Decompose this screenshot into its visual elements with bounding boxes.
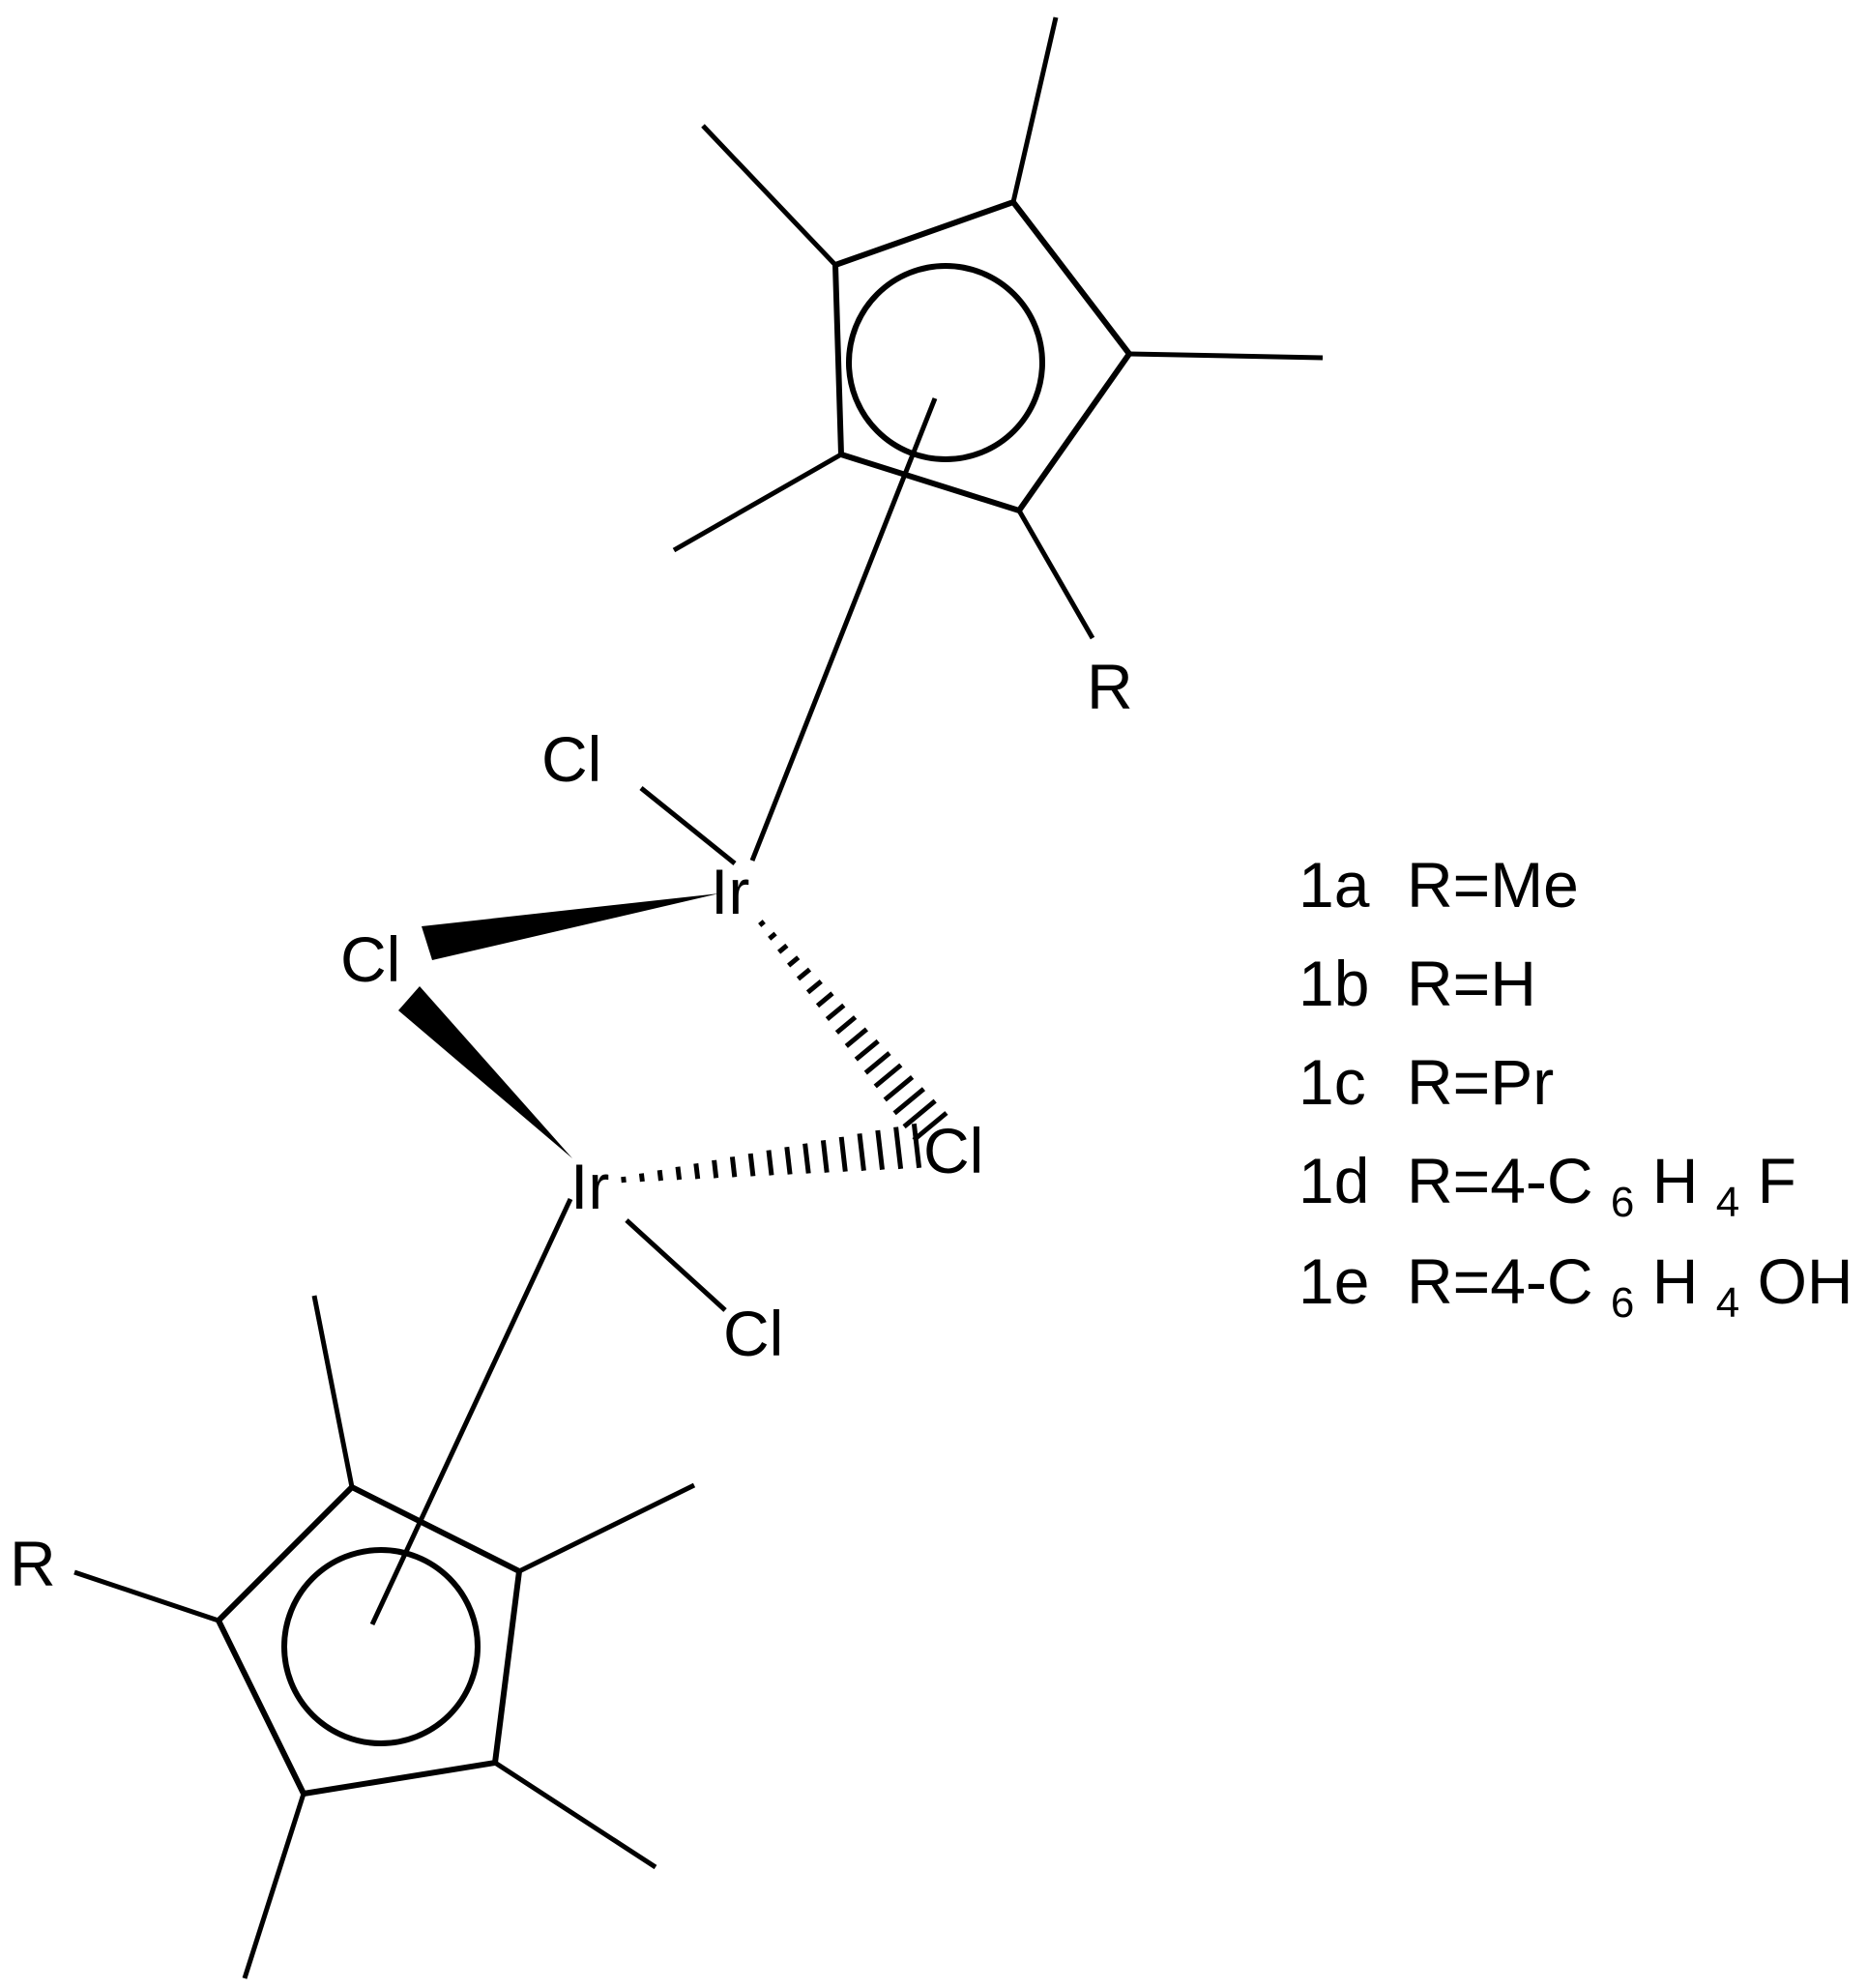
hash-stroke [875,1129,885,1170]
top-ring-pentagon [831,198,1133,514]
hash-stroke [638,1173,645,1183]
hash-stroke [873,1063,903,1089]
bottom-methyl-bond-3 [493,1760,657,1870]
hash-stroke [857,1133,866,1171]
hash-stroke [675,1166,683,1181]
ir-top-label: Ir [711,856,749,927]
top-ir-terminal-cl-bond [639,786,737,865]
legend-formula-part: H [1652,1145,1699,1216]
top-methyl-bond-4 [672,452,843,553]
hash-stroke [902,1098,937,1129]
bottom-ring-aromatic-circle [281,1547,481,1746]
hash-stroke [758,920,766,927]
top-methyl-bond-1 [701,124,837,267]
bottom-ir-cp-bond [369,1197,573,1626]
legend-entry-1e: 1e R=4-C 6 H 4 OH [1298,1245,1853,1330]
top-ir-cp-bond [749,397,938,862]
bottom-cp-ring [73,1197,696,1979]
legend-entry-1d: 1d R=4-C 6 H 4 F [1298,1145,1796,1230]
r-bottom-label: R [10,1528,56,1599]
top-ir-bridge-cl-wedge [422,893,719,960]
legend-subscript: 6 [1611,1279,1634,1327]
top-cp-ring [672,16,1324,862]
hash-stroke [815,991,834,1009]
top-ir-bridge-cl-hash [758,920,948,1142]
legend-formula-part: F [1758,1145,1796,1216]
legend-subscript: 4 [1716,1179,1739,1226]
cl-bridge-right-label: Cl [923,1115,983,1186]
top-methyl-bond-2 [1010,16,1059,203]
legend-entry-1b: 1b R=H [1298,948,1536,1019]
bottom-r-bond [73,1569,219,1623]
legend-substituent: R=Pr [1407,1046,1554,1118]
hash-stroke [834,1015,858,1035]
ir-bottom-label: Ir [570,1151,609,1222]
hash-stroke [820,1140,830,1173]
legend-substituent: R=4-C [1407,1245,1593,1317]
hash-stroke [729,1156,738,1178]
top-ring-aromatic-circle [846,263,1045,462]
legend-formula-part: H [1652,1245,1699,1317]
legend-subscript: 4 [1716,1279,1739,1327]
legend-formula-part: OH [1758,1245,1853,1317]
hash-stroke [656,1169,663,1182]
legend-label: 1a [1298,849,1370,921]
hash-stroke [768,931,777,941]
hash-stroke [712,1159,719,1179]
hash-stroke [787,955,801,968]
hash-stroke [844,1027,868,1048]
r-top-label: R [1087,651,1133,722]
hash-stroke [805,979,823,995]
hash-stroke [863,1051,891,1075]
bottom-ir-bridge-cl-hash [621,1123,922,1184]
legend-substituent: R=H [1407,948,1536,1019]
bottom-methyl-bond-2 [517,1482,696,1574]
legend-entry-1c: 1c R=Pr [1298,1046,1554,1118]
legend-label: 1e [1298,1245,1369,1317]
legend-substituent: R=Me [1407,849,1579,921]
legend-label: 1c [1298,1046,1366,1118]
legend-entry-1a: 1a R=Me [1298,849,1579,921]
hash-stroke [893,1126,904,1170]
hash-stroke [693,1163,701,1180]
hash-stroke [912,1111,948,1142]
hash-stroke [802,1143,811,1174]
hash-stroke [854,1038,880,1062]
hash-stroke [621,1176,627,1184]
hash-stroke [892,1087,925,1116]
bottom-methyl-bond-4 [242,1793,306,1979]
legend-label: 1d [1298,1145,1369,1216]
hash-stroke [747,1153,756,1177]
hash-stroke [838,1136,848,1172]
hash-stroke [883,1074,915,1102]
cl-terminal-bottom-label: Cl [723,1298,783,1369]
bottom-methyl-bond-1 [311,1295,355,1488]
compound-legend: 1a R=Me 1b R=H 1c R=Pr 1d R=4-C 6 H 4 F … [1298,849,1853,1330]
top-r-bond [1016,509,1095,640]
hash-stroke [911,1123,922,1169]
legend-subscript: 6 [1611,1179,1634,1226]
top-methyl-bond-3 [1128,351,1324,361]
hash-stroke [777,943,789,954]
legend-label: 1b [1298,948,1369,1019]
hash-stroke [825,1003,846,1022]
hash-stroke [796,967,812,981]
cl-terminal-top-label: Cl [541,723,601,795]
legend-substituent: R=4-C [1407,1145,1593,1216]
hash-stroke [784,1146,793,1175]
bottom-ir-terminal-cl-bond [625,1218,727,1312]
bottom-ring-pentagon [215,1483,523,1798]
cl-bridge-left-label: Cl [340,923,400,995]
bottom-ir-bridge-cl-wedge [398,986,572,1158]
hash-stroke [766,1150,774,1176]
